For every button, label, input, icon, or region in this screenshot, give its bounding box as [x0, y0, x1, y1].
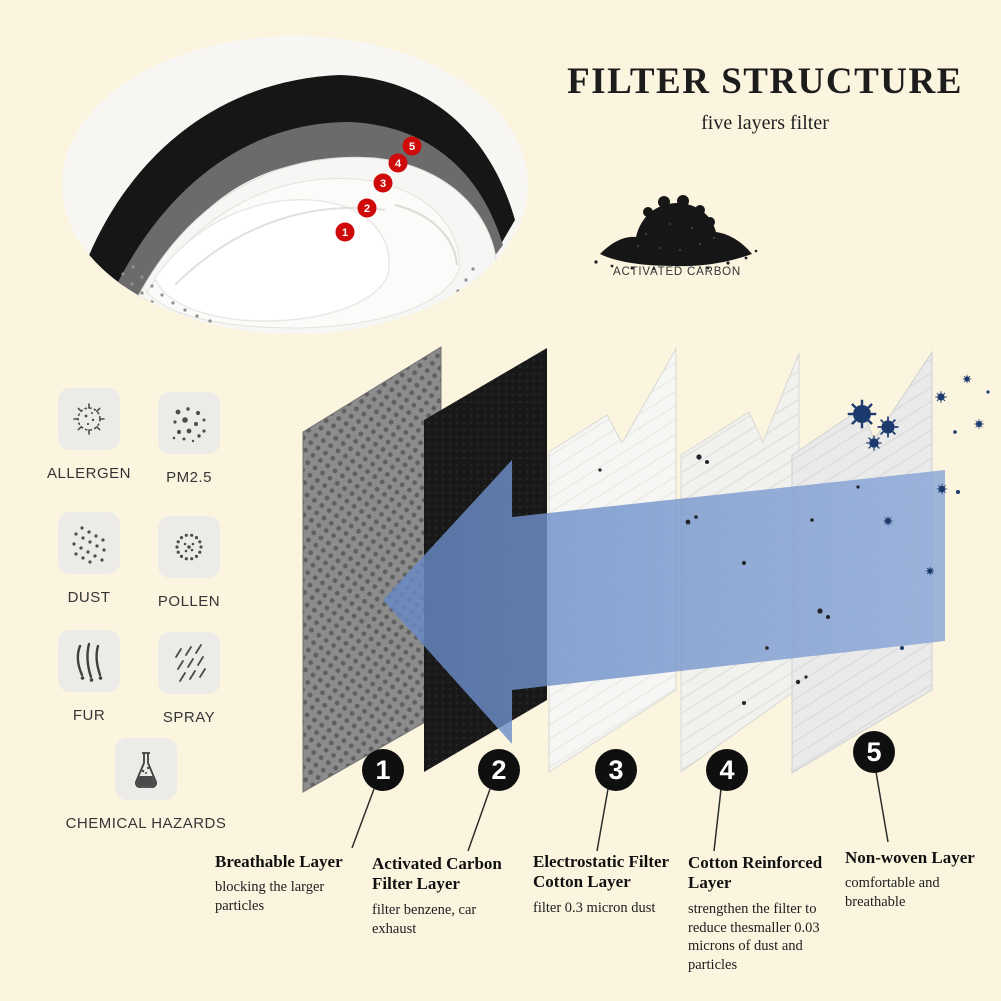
layer-4-description: strengthen the filter to reduce thesmall… [688, 900, 820, 974]
hazard-pm25-label: PM2.5 [166, 469, 212, 486]
hazard-pollen-label: POLLEN [157, 593, 221, 610]
mask-marker-1: 1 [335, 222, 355, 242]
hazard-pollen: POLLEN [129, 516, 249, 610]
mask-black-outer-layer [83, 75, 515, 302]
layer-4-title: Cotton Reinforced Layer [688, 853, 823, 893]
virus-particles [846, 374, 990, 650]
hazard-chemical-label: CHEMICAL HAZARDS [65, 815, 227, 832]
layer-2-caption: Activated Carbon Filter Layer filter ben… [372, 854, 522, 938]
layer-3-title: Electrostatic Filter Cotton Layer [533, 852, 669, 892]
svg-text:5: 5 [866, 737, 881, 767]
mask-marker-2: 2 [357, 198, 377, 218]
allergen-virus-icon [73, 403, 105, 435]
svg-text:3: 3 [608, 755, 623, 785]
svg-text:2: 2 [491, 755, 506, 785]
airflow-arrow [383, 460, 945, 744]
svg-text:2: 2 [364, 203, 370, 215]
svg-text:3: 3 [380, 178, 386, 190]
layer-1-caption: Breathable Layer blocking the larger par… [215, 852, 365, 916]
hazard-dust-label: DUST [67, 589, 111, 606]
layer-marker-3: 3 [595, 749, 637, 791]
dust-specks [598, 454, 860, 705]
layer-1-title: Breathable Layer [215, 852, 343, 871]
page-subtitle: five layers filter [701, 112, 829, 134]
hazard-fur-label: FUR [72, 707, 106, 724]
page-title: FILTER STRUCTURE [567, 61, 963, 102]
mask-inner-pillow-layer [154, 199, 390, 322]
layer-3-description: filter 0.3 micron dust [533, 899, 656, 916]
layer-2-title: Activated Carbon Filter Layer [372, 854, 502, 894]
svg-text:4: 4 [719, 755, 734, 785]
layer-5-title: Non-woven Layer [845, 848, 975, 867]
pollen-icon [175, 533, 203, 561]
spray-lines-icon [175, 644, 206, 682]
hazard-spray: SPRAY [129, 632, 249, 726]
chemical-flask-icon [135, 752, 157, 788]
mask-marker-4: 4 [388, 153, 408, 173]
mask-layers-photo: 1 2 3 4 5 [62, 36, 528, 334]
mask-marker-3: 3 [373, 173, 393, 193]
hazard-allergen: ALLERGEN [29, 388, 149, 482]
layer-marker-5: 5 [853, 731, 895, 773]
svg-text:5: 5 [409, 141, 415, 153]
layer-marker-4: 4 [706, 749, 748, 791]
layer-2-description: filter benzene, car exhaust [372, 901, 477, 937]
activated-carbon-image [594, 195, 758, 270]
mask-marker-5: 5 [402, 136, 422, 156]
svg-text:1: 1 [342, 227, 348, 239]
hazard-spray-label: SPRAY [162, 709, 216, 726]
layer-1-description: blocking the larger particles [215, 879, 325, 915]
mask-fold-lines [174, 204, 458, 286]
activated-carbon-label: ACTIVATED CARBON [612, 266, 742, 278]
layer-3-caption: Electrostatic Filter Cotton Layer filter… [533, 852, 691, 918]
layer-5-description: comfortable and breathable [845, 875, 940, 911]
hazard-dust: DUST [29, 512, 149, 606]
svg-text:4: 4 [395, 158, 402, 170]
svg-text:1: 1 [375, 755, 390, 785]
layer-5-caption: Non-woven Layer comfortable and breathab… [845, 848, 1000, 912]
header: FILTER STRUCTURE five layers filter [550, 60, 980, 135]
layer-marker-1: 1 [362, 749, 404, 791]
layer-marker-2: 2 [478, 749, 520, 791]
carbon-pile [594, 195, 758, 270]
caption-leader-lines [351, 771, 889, 852]
fur-strands-icon [76, 642, 103, 682]
dust-particles-icon [72, 526, 106, 564]
hazard-allergen-label: ALLERGEN [46, 465, 132, 482]
layer-4-caption: Cotton Reinforced Layer strengthen the f… [688, 853, 840, 975]
pm25-particles-icon [172, 407, 206, 443]
hazard-fur: FUR [29, 630, 149, 724]
hazard-pm25: PM2.5 [129, 392, 249, 486]
hazard-chemical: CHEMICAL HAZARDS [46, 738, 246, 832]
